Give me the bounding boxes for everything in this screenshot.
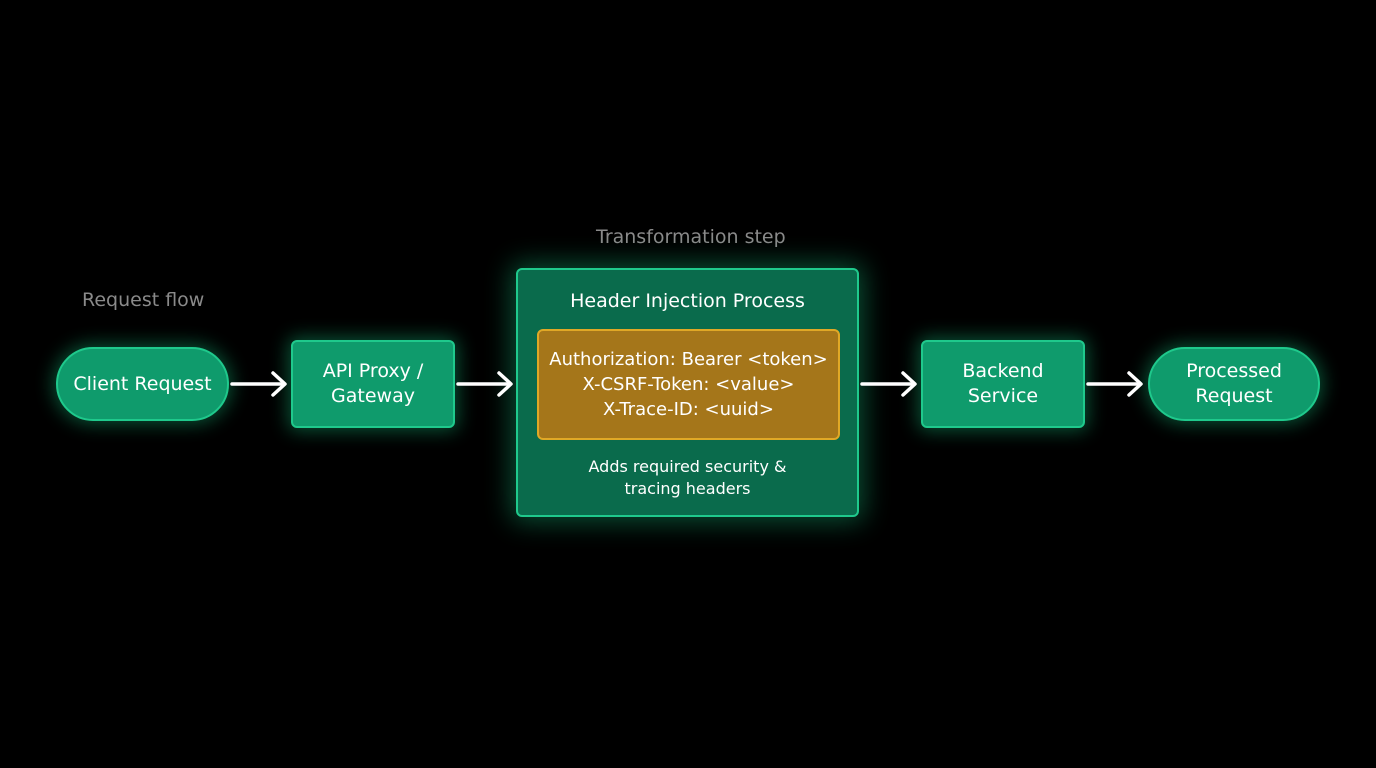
processed-request-label-line1: Processed	[1186, 360, 1282, 382]
api-proxy-label-line2: Gateway	[331, 385, 415, 407]
client-request-label: Client Request	[73, 372, 212, 395]
process-description-line2: tracing headers	[624, 479, 751, 498]
header-injection-process-title: Header Injection Process	[570, 290, 805, 312]
arrow-proxy-to-process	[456, 371, 513, 397]
processed-request-node: Processed Request	[1148, 347, 1320, 421]
request-flow-caption: Request flow	[82, 289, 205, 311]
transformation-step-caption: Transformation step	[596, 226, 786, 248]
header-injection-process-box: Header Injection Process Authorization: …	[516, 268, 859, 517]
client-request-node: Client Request	[56, 347, 229, 421]
backend-service-label-line2: Service	[967, 385, 1039, 407]
processed-request-label-line2: Request	[1195, 385, 1273, 407]
backend-service-node: Backend Service	[921, 340, 1085, 428]
injected-headers-box: Authorization: Bearer <token> X-CSRF-Tok…	[537, 329, 840, 440]
arrow-backend-to-processed	[1086, 371, 1143, 397]
authorization-header-line: Authorization: Bearer <token>	[549, 349, 828, 370]
trace-id-header-line: X-Trace-ID: <uuid>	[603, 399, 774, 420]
process-description-line1: Adds required security &	[588, 457, 787, 476]
arrow-client-to-proxy	[230, 371, 287, 397]
csrf-token-header-line: X-CSRF-Token: <value>	[582, 374, 795, 395]
backend-service-label-line1: Backend	[962, 360, 1044, 382]
process-description: Adds required security & tracing headers	[518, 456, 857, 500]
api-proxy-gateway-node: API Proxy / Gateway	[291, 340, 455, 428]
arrow-process-to-backend	[860, 371, 917, 397]
api-proxy-label-line1: API Proxy /	[322, 360, 424, 382]
